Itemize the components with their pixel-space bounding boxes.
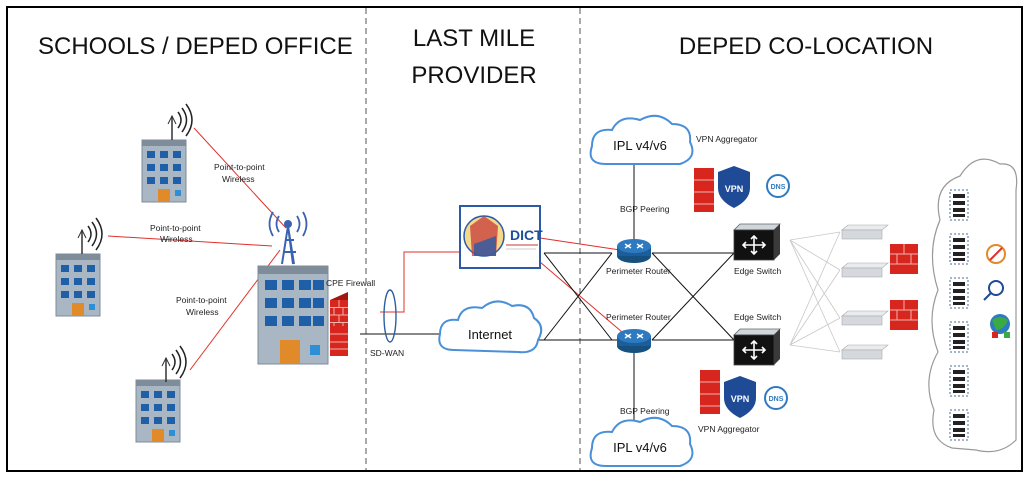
school-building-mid	[55, 217, 103, 317]
vpn-shield-top-icon: VPN	[718, 166, 750, 208]
p2p-mid-label-2: Wireless	[160, 234, 193, 244]
datacenter-firewall-bottom-icon	[890, 300, 918, 330]
globe-network-icon	[990, 314, 1010, 338]
p2p-bot-label-1: Point-to-point	[176, 295, 227, 305]
ipl-cloud-top-icon	[589, 114, 694, 165]
vpn-firewall-bottom-icon	[700, 370, 720, 414]
svg-text:DNS: DNS	[769, 396, 784, 403]
biohazard-icon	[986, 244, 1006, 264]
svg-text:VPN: VPN	[731, 394, 750, 404]
ipl-top-label: IPL v4/v6	[613, 138, 667, 153]
vpn-aggregator-bottom-label: VPN Aggregator	[698, 424, 760, 434]
zone-title-last-mile-2: PROVIDER	[411, 62, 536, 89]
vpn-aggregator-top-label: VPN Aggregator	[696, 134, 758, 144]
radio-tower-icon	[268, 211, 308, 265]
edge-switch-top-label: Edge Switch	[734, 266, 782, 276]
school-building-bottom	[135, 345, 187, 443]
dns-globe-bottom-icon: DNS	[764, 386, 788, 410]
binary-search-icon	[983, 280, 1004, 301]
edge-switch-bottom-icon	[733, 328, 781, 366]
wired-links	[360, 160, 735, 432]
edge-switch-bottom-label: Edge Switch	[734, 312, 782, 322]
internet-label: Internet	[468, 327, 512, 342]
deped-office-building	[257, 265, 329, 365]
p2p-mid-label-1: Point-to-point	[150, 223, 201, 233]
perimeter-router-top-label: Perimeter Router	[606, 266, 671, 276]
datacenter-cloud	[928, 158, 1018, 453]
zone-title-last-mile-1: LAST MILE	[413, 25, 535, 52]
perimeter-router-bottom-icon	[616, 328, 652, 354]
diagram-border	[6, 6, 1023, 472]
svg-text:VPN: VPN	[725, 184, 744, 194]
edge-switch-top-icon	[733, 223, 781, 261]
sdwan-tunnel-icon	[383, 289, 397, 343]
p2p-bot-label-2: Wireless	[186, 307, 219, 317]
vpn-shield-bottom-icon: VPN	[724, 376, 756, 418]
zone-title-schools: SCHOOLS / DEPED OFFICE	[38, 33, 353, 60]
ipl-cloud-bottom-icon	[589, 416, 694, 467]
server-links	[789, 231, 841, 353]
zone-title-colocation: DEPED CO-LOCATION	[679, 33, 933, 60]
datacenter-firewall-top-icon	[890, 244, 918, 274]
dict-logo-text: DICT	[510, 227, 543, 243]
perimeter-router-bottom-label: Perimeter Router	[606, 312, 671, 322]
perimeter-router-top-icon	[616, 238, 652, 264]
dns-globe-top-icon: DNS	[766, 174, 790, 198]
bgp-bottom-label: BGP Peering	[620, 406, 670, 416]
sdwan-label: SD-WAN	[370, 348, 404, 358]
cpe-firewall-label: CPE Firewall	[326, 278, 375, 288]
p2p-top-label-2: Wireless	[222, 174, 255, 184]
svg-text:DNS: DNS	[771, 184, 786, 191]
p2p-top-label-1: Point-to-point	[214, 162, 265, 172]
cpe-firewall-icon	[329, 292, 349, 356]
dict-logo: DICT	[459, 205, 543, 269]
vpn-firewall-top-icon	[694, 168, 714, 212]
bgp-top-label: BGP Peering	[620, 204, 670, 214]
server-stack	[841, 224, 889, 360]
internet-cloud-icon	[438, 300, 543, 354]
school-building-top	[141, 103, 193, 203]
ipl-bottom-label: IPL v4/v6	[613, 440, 667, 455]
